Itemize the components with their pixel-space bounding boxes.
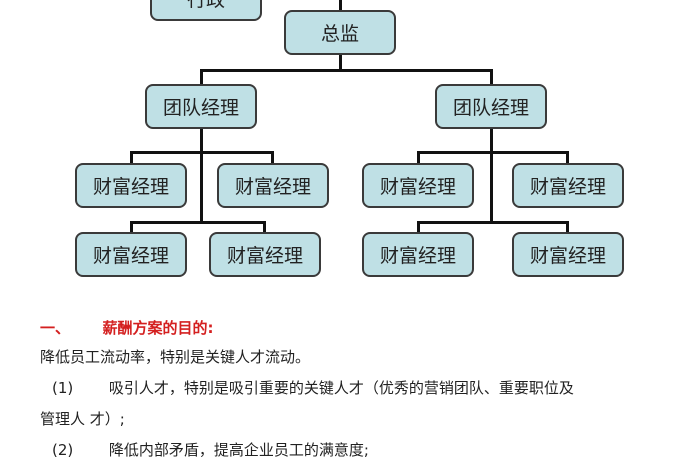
connector-line	[490, 69, 493, 85]
connector-line	[130, 151, 274, 154]
connector-line	[263, 221, 266, 233]
connector-line	[130, 221, 266, 224]
org-node-wealth-manager: 财富经理	[512, 232, 624, 277]
org-node-wealth-manager: 财富经理	[362, 163, 474, 208]
connector-line	[200, 129, 203, 224]
org-node-wealth-manager: 财富经理	[362, 232, 474, 277]
list-text: 吸引人才，特别是吸引重要的关键人才（优秀的营销团队、重要职位及	[108, 379, 574, 397]
list-text: 降低内部矛盾，提高企业员工的满意度;	[108, 441, 369, 459]
connector-line	[200, 69, 493, 72]
section-heading: 一、 薪酬方案的目的:	[40, 317, 213, 338]
connector-line	[339, 55, 342, 71]
list-item: (2) 降低内部矛盾，提高企业员工的满意度;	[52, 439, 369, 460]
connector-line	[417, 151, 569, 154]
org-node-wealth-manager: 财富经理	[217, 163, 329, 208]
connector-line	[200, 69, 203, 85]
list-marker: (1)	[52, 379, 74, 397]
list-item: (1) 吸引人才，特别是吸引重要的关键人才（优秀的营销团队、重要职位及	[52, 377, 574, 398]
connector-line	[130, 221, 133, 233]
list-item-continuation: 管理人 才）;	[40, 410, 125, 428]
org-node-director: 总监	[284, 10, 396, 55]
org-node-wealth-manager: 财富经理	[512, 163, 624, 208]
org-node-wealth-manager: 财富经理	[75, 163, 187, 208]
connector-line	[417, 221, 569, 224]
section-title: 薪酬方案的目的:	[102, 319, 214, 337]
connector-line	[566, 221, 569, 233]
connector-line	[339, 0, 342, 12]
list-marker: (2)	[52, 441, 74, 459]
intro-text: 降低员工流动率，特别是关键人才流动。	[40, 348, 311, 366]
org-node-wealth-manager: 财富经理	[209, 232, 321, 277]
connector-line	[566, 151, 569, 164]
connector-line	[130, 151, 133, 164]
org-node-team-manager: 团队经理	[145, 84, 257, 129]
connector-line	[417, 151, 420, 164]
connector-line	[417, 221, 420, 233]
connector-line	[490, 129, 493, 224]
org-node-admin: 行政	[150, 0, 262, 21]
org-node-wealth-manager: 财富经理	[75, 232, 187, 277]
connector-line	[271, 151, 274, 164]
section-number: 一、	[40, 319, 71, 337]
org-node-team-manager: 团队经理	[435, 84, 547, 129]
